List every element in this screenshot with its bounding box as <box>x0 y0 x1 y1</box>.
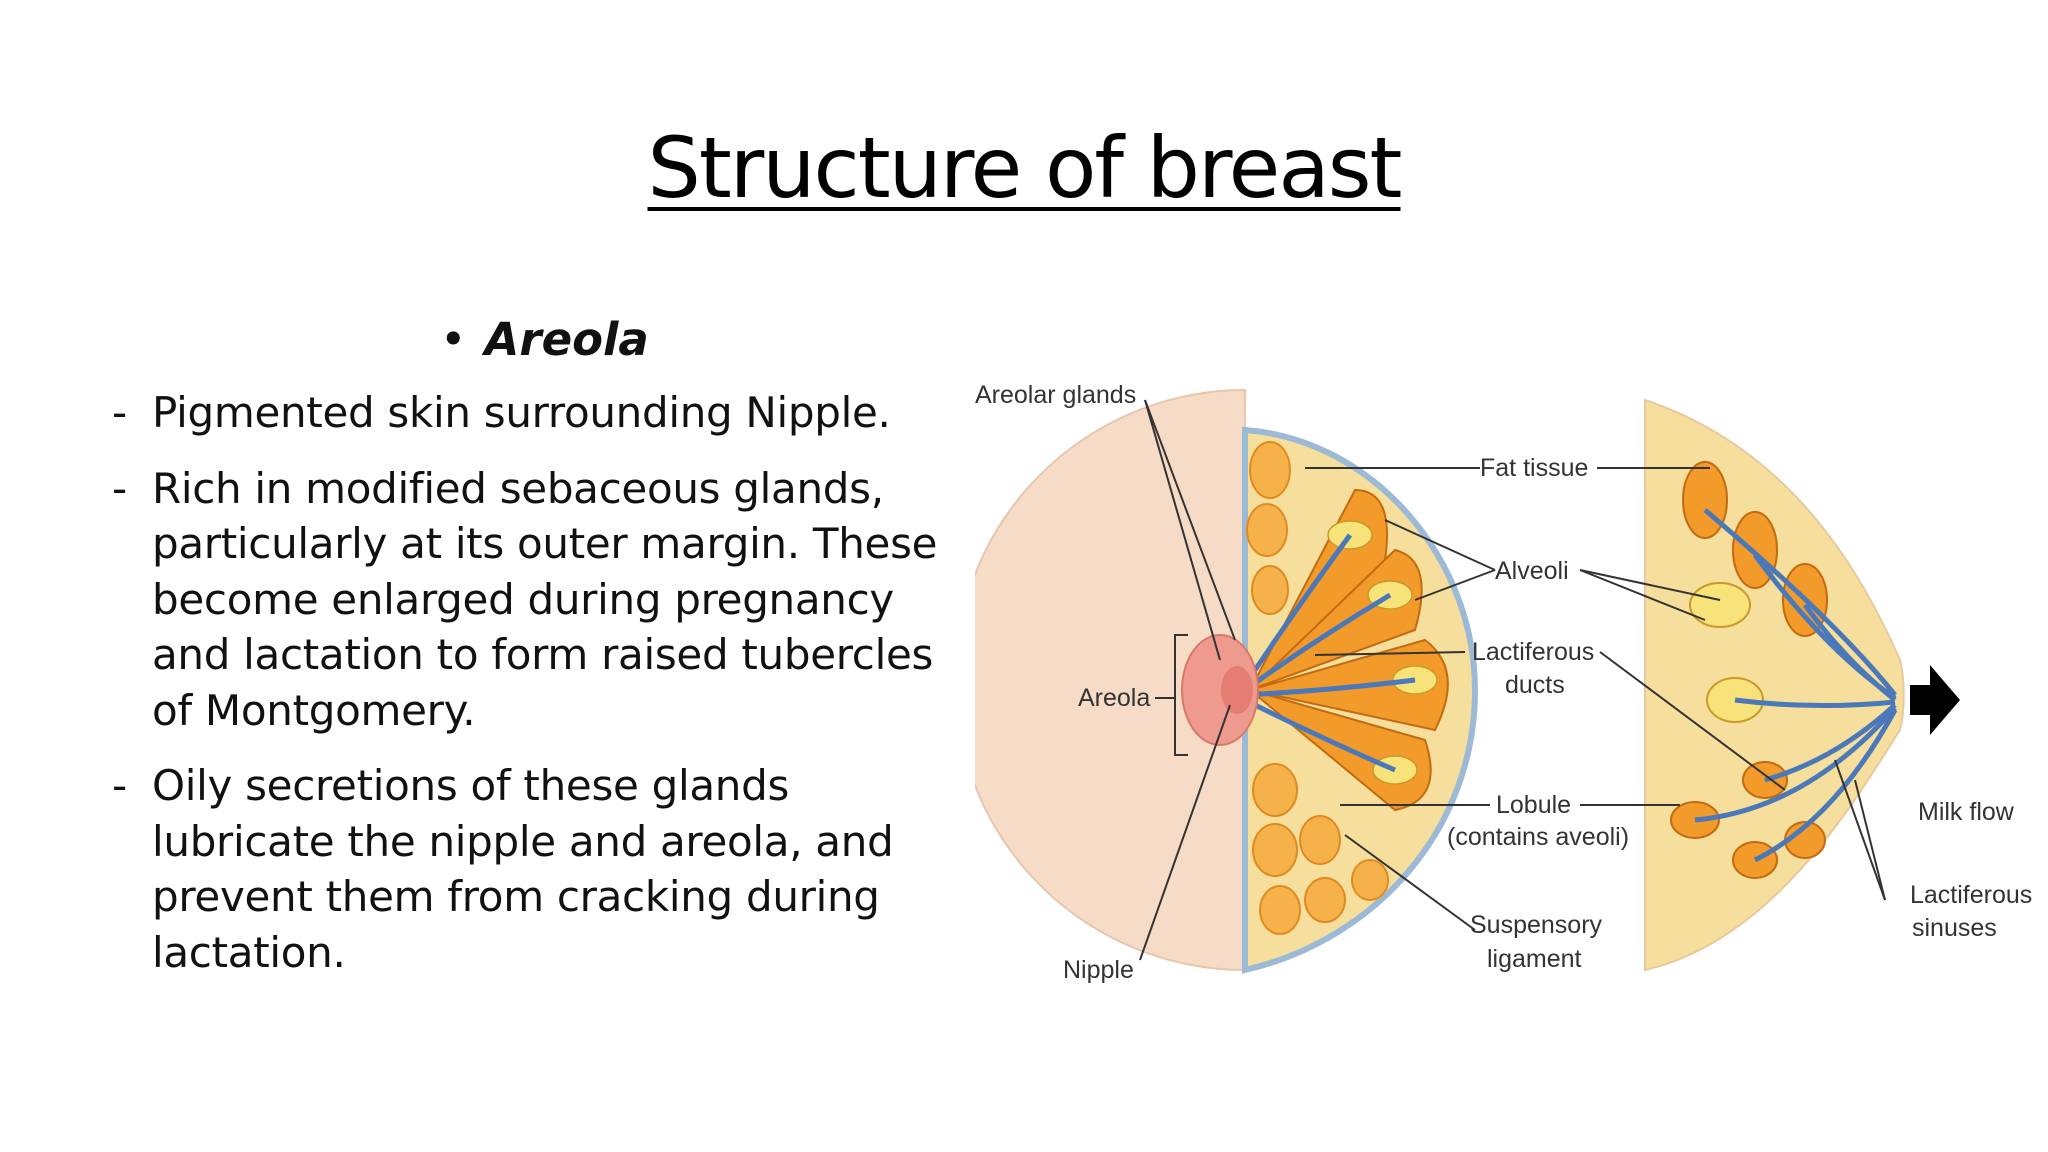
label-milk-flow: Milk flow <box>1918 798 2015 826</box>
milk-flow-arrow <box>1910 665 1960 735</box>
label-alveoli: Alveoli <box>1495 557 1569 585</box>
bullet-item: - Oily secretions of these glands lubric… <box>112 758 952 980</box>
areola-shape <box>1181 634 1259 746</box>
label-areola: Areola <box>1078 684 1150 712</box>
side-view-lobes <box>1670 461 1828 879</box>
label-lactiferous-ducts-1: Lactiferous <box>1472 638 1594 666</box>
lactiferous-ducts <box>1242 533 1416 773</box>
bullet-text: Pigmented skin surrounding Nipple. <box>152 388 891 437</box>
side-view-ducts <box>1694 508 1898 863</box>
bullet-dash: - <box>112 761 127 810</box>
bullet-text: Oily secretions of these glands lubricat… <box>152 761 894 977</box>
label-lactiferous-ducts-2: ducts <box>1505 671 1565 699</box>
leader-lines <box>1139 399 1886 961</box>
bullet-text: Rich in modified sebaceous glands, parti… <box>152 463 938 735</box>
bullet-dash: - <box>112 388 127 437</box>
nipple-shape <box>1221 666 1253 714</box>
label-lactiferous-sinuses-1: Lactiferous <box>1910 881 2032 909</box>
label-lobule-1: Lobule <box>1496 791 1571 819</box>
label-suspensory-2: ligament <box>1487 945 1582 973</box>
label-areolar-glands: Areolar glands <box>975 381 1136 409</box>
slide-title: Structure of breast <box>0 118 2048 218</box>
bullet-dash: - <box>112 463 127 513</box>
label-lobule-2: (contains aveoli) <box>1447 823 1629 851</box>
label-fat-tissue: Fat tissue <box>1480 454 1588 482</box>
bullet-item: - Pigmented skin surrounding Nipple. <box>112 385 952 441</box>
breast-anatomy-diagram: Areolar glands Areola Nipple Fat tissue … <box>954 360 2035 1000</box>
slide-title-text: Structure of breast <box>647 119 1403 217</box>
heading-bullet: • <box>440 313 467 366</box>
label-lactiferous-sinuses-2: sinuses <box>1912 914 1997 942</box>
fat-globules <box>1246 441 1389 935</box>
bullet-list: - Pigmented skin surrounding Nipple. - R… <box>112 385 952 1000</box>
section-heading: • Areola <box>440 310 649 370</box>
label-nipple: Nipple <box>1063 956 1134 984</box>
heading-text: Areola <box>484 313 649 366</box>
breast-diagram-svg: Areolar glands Areola Nipple Fat tissue … <box>954 381 2032 984</box>
label-suspensory-1: Suspensory <box>1470 911 1603 939</box>
bullet-item: - Rich in modified sebaceous glands, par… <box>112 461 952 739</box>
